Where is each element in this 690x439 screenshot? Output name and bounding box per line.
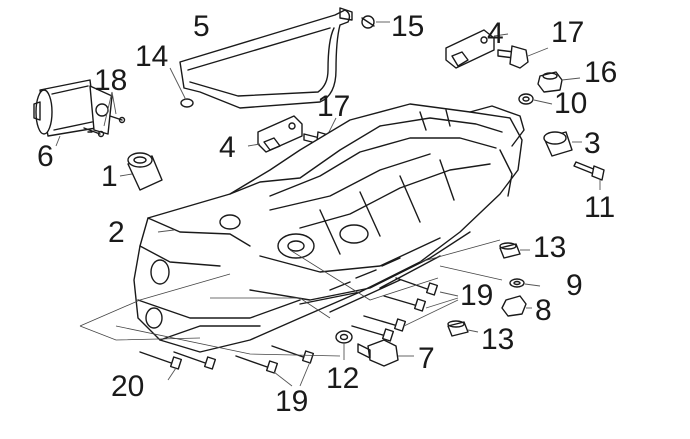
callout-4b: 4	[219, 131, 236, 164]
bolt-group-leader-lines	[79, 239, 503, 357]
part-18-bolts	[83, 91, 126, 138]
callout-2: 2	[108, 216, 125, 249]
callout-19a: 19	[460, 279, 493, 312]
callout-1: 1	[101, 160, 118, 193]
part-17-bolt-upper	[497, 45, 549, 69]
callout-9: 9	[566, 269, 583, 302]
part-8-drain-plug	[501, 295, 532, 317]
callout-4a: 4	[487, 17, 504, 50]
callout-14: 14	[135, 40, 168, 73]
part-3-bushing	[543, 131, 582, 157]
part-1-spacer	[119, 152, 163, 191]
part-6-starter-motor	[33, 79, 113, 147]
callout-17b: 17	[317, 90, 350, 123]
callout-12: 12	[326, 362, 359, 395]
callout-13a: 13	[533, 231, 566, 264]
callout-15: 15	[391, 10, 424, 43]
part-19-bolts-right	[351, 277, 459, 342]
part-13-dowel-lower	[447, 320, 479, 337]
part-2-crankcase	[133, 103, 525, 353]
part-4-bracket-lower	[247, 115, 303, 153]
callout-16: 16	[584, 56, 617, 89]
callout-19b: 19	[275, 385, 308, 418]
part-11-bolt	[573, 161, 605, 190]
part-5-breather-hose	[179, 7, 353, 109]
part-16-plug	[537, 71, 581, 93]
part-13-dowel-upper	[499, 242, 530, 259]
callout-18: 18	[94, 64, 127, 97]
callout-7: 7	[418, 342, 435, 375]
callouts: 1 2 3 4 4 5 6 7 8 9 10 11 12 13 13 14 15…	[37, 10, 617, 418]
callout-11: 11	[584, 191, 615, 224]
part-14-clip	[169, 67, 194, 108]
part-10-washer	[518, 93, 553, 105]
part-12-washer	[335, 330, 353, 360]
callout-17a: 17	[551, 16, 584, 49]
part-9-washer	[509, 278, 541, 288]
callout-8: 8	[535, 294, 552, 327]
callout-5: 5	[193, 10, 210, 43]
part-4-bracket-upper	[445, 29, 509, 69]
part-19-bolts-bottom	[235, 345, 315, 387]
callout-10: 10	[554, 87, 587, 120]
callout-6: 6	[37, 140, 54, 173]
callout-20: 20	[111, 370, 144, 403]
callout-13b: 13	[481, 323, 514, 356]
callout-3: 3	[584, 127, 601, 160]
part-20-bolts	[139, 351, 217, 381]
part-7-plug-bolt	[357, 339, 414, 367]
part-15-hose-clamp	[361, 15, 390, 29]
